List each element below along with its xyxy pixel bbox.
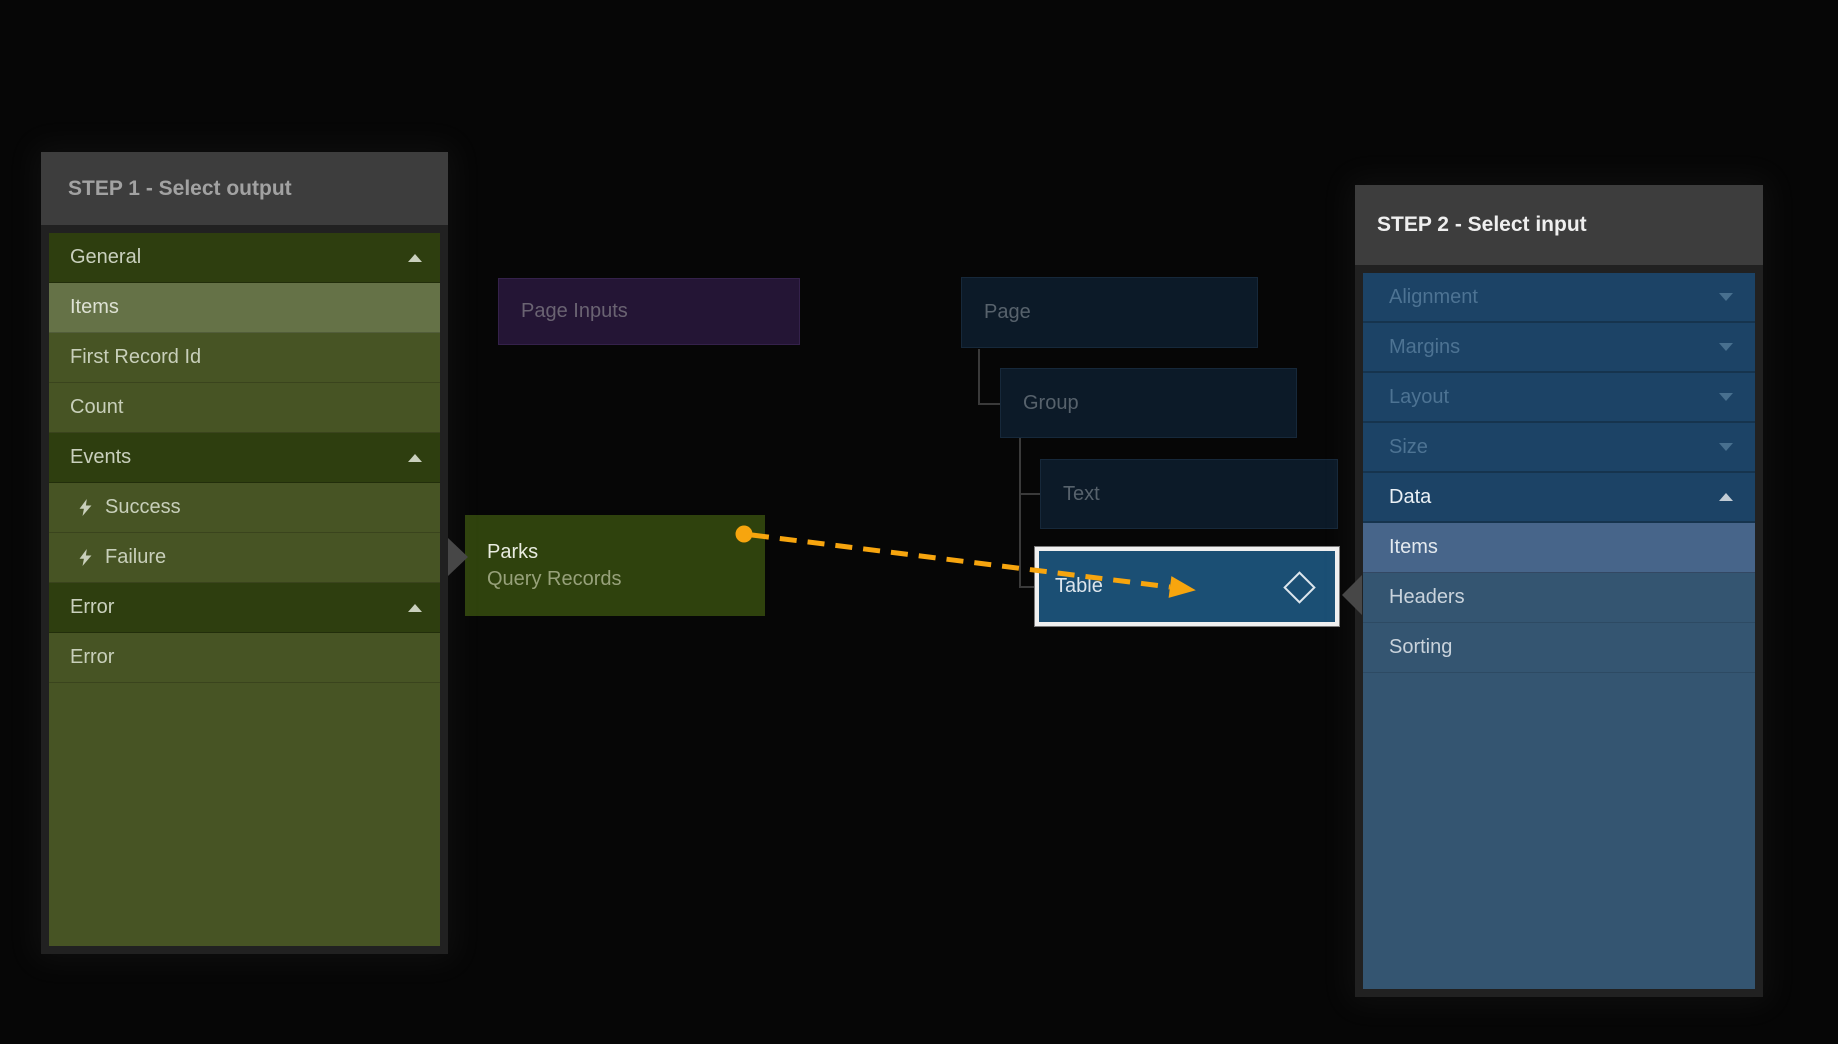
row-layout[interactable]: Layout	[1363, 373, 1755, 423]
list-item-label: Events	[70, 446, 132, 468]
node-label: Page Inputs	[521, 300, 628, 322]
step1-list: General Items First Record Id Count	[49, 233, 440, 946]
node-table[interactable]: Table	[1035, 547, 1339, 626]
row-sorting[interactable]: Sorting	[1363, 623, 1755, 673]
node-title: Parks	[487, 541, 539, 563]
chevron-down-icon	[1719, 393, 1733, 401]
tree-connector-line	[978, 403, 1002, 405]
row-items[interactable]: Items	[1363, 523, 1755, 573]
tree-connector-line	[1019, 493, 1042, 495]
row-error[interactable]: Error	[49, 583, 440, 633]
list-item-label: First Record Id	[70, 346, 202, 368]
row-first-record-id[interactable]: First Record Id	[49, 333, 440, 383]
chevron-up-icon	[408, 603, 422, 612]
row-count[interactable]: Count	[49, 383, 440, 433]
step2-header: STEP 2 - Select input	[1355, 185, 1763, 265]
chevron-down-icon	[1719, 293, 1733, 301]
chevron-up-icon	[1719, 493, 1733, 501]
node-label: Page	[984, 301, 1031, 323]
chevron-up-icon	[408, 253, 422, 262]
list-item-label: Failure	[105, 546, 167, 568]
chevron-down-icon	[1719, 443, 1733, 451]
row-size[interactable]: Size	[1363, 423, 1755, 473]
chevron-up-icon	[408, 453, 422, 462]
list-item-label: General	[70, 246, 142, 268]
list-item-label: Error	[70, 646, 115, 668]
list-item-label: Success	[105, 496, 181, 518]
row-success[interactable]: Success	[49, 483, 440, 533]
list-item-label: Alignment	[1389, 285, 1478, 308]
step1-panel: STEP 1 - Select output General Items Fir…	[41, 152, 448, 954]
input-port-arrow	[1342, 575, 1362, 615]
lightning-icon	[79, 499, 92, 516]
row-general[interactable]: General	[49, 233, 440, 283]
node-text[interactable]: Text	[1040, 459, 1338, 529]
row-margins[interactable]: Margins	[1363, 323, 1755, 373]
step1-header: STEP 1 - Select output	[41, 152, 448, 225]
step2-title: STEP 2 - Select input	[1377, 213, 1587, 236]
list-item-label: Error	[70, 596, 115, 618]
list-item-label: Count	[70, 396, 124, 418]
list-item-label: Items	[1389, 536, 1438, 558]
list-item-label: Layout	[1389, 385, 1450, 408]
list-item-label: Data	[1389, 485, 1432, 508]
row-data[interactable]: Data	[1363, 473, 1755, 523]
node-label: Text	[1063, 482, 1100, 505]
node-label: Group	[1023, 391, 1079, 414]
list-item-label: Items	[70, 296, 119, 318]
row-error[interactable]: Error	[49, 633, 440, 683]
list-item-label: Sorting	[1389, 636, 1453, 658]
list-item-label: Margins	[1389, 335, 1461, 358]
row-events[interactable]: Events	[49, 433, 440, 483]
row-failure[interactable]: Failure	[49, 533, 440, 583]
tree-connector-line	[978, 349, 980, 405]
list-item-label: Size	[1389, 435, 1428, 458]
diamond-icon	[1283, 570, 1316, 604]
tree-connector-line	[1019, 438, 1021, 588]
node-label: Table	[1055, 575, 1103, 597]
node-page-inputs[interactable]: Page Inputs	[498, 278, 800, 345]
step1-title: STEP 1 - Select output	[68, 176, 292, 200]
node-parks[interactable]: Parks Query Records	[465, 515, 765, 616]
output-port-arrow	[448, 538, 468, 576]
node-subtitle: Query Records	[487, 568, 622, 590]
chevron-down-icon	[1719, 343, 1733, 351]
row-headers[interactable]: Headers	[1363, 573, 1755, 623]
step2-panel: STEP 2 - Select input Alignment Margins …	[1355, 185, 1763, 997]
list-item-label: Headers	[1389, 586, 1465, 608]
lightning-icon	[79, 549, 92, 566]
row-items[interactable]: Items	[49, 283, 440, 333]
node-page[interactable]: Page	[961, 277, 1258, 348]
node-group[interactable]: Group	[1000, 368, 1297, 438]
row-alignment[interactable]: Alignment	[1363, 273, 1755, 323]
step2-list: Alignment Margins Layout Size Data	[1363, 273, 1755, 989]
